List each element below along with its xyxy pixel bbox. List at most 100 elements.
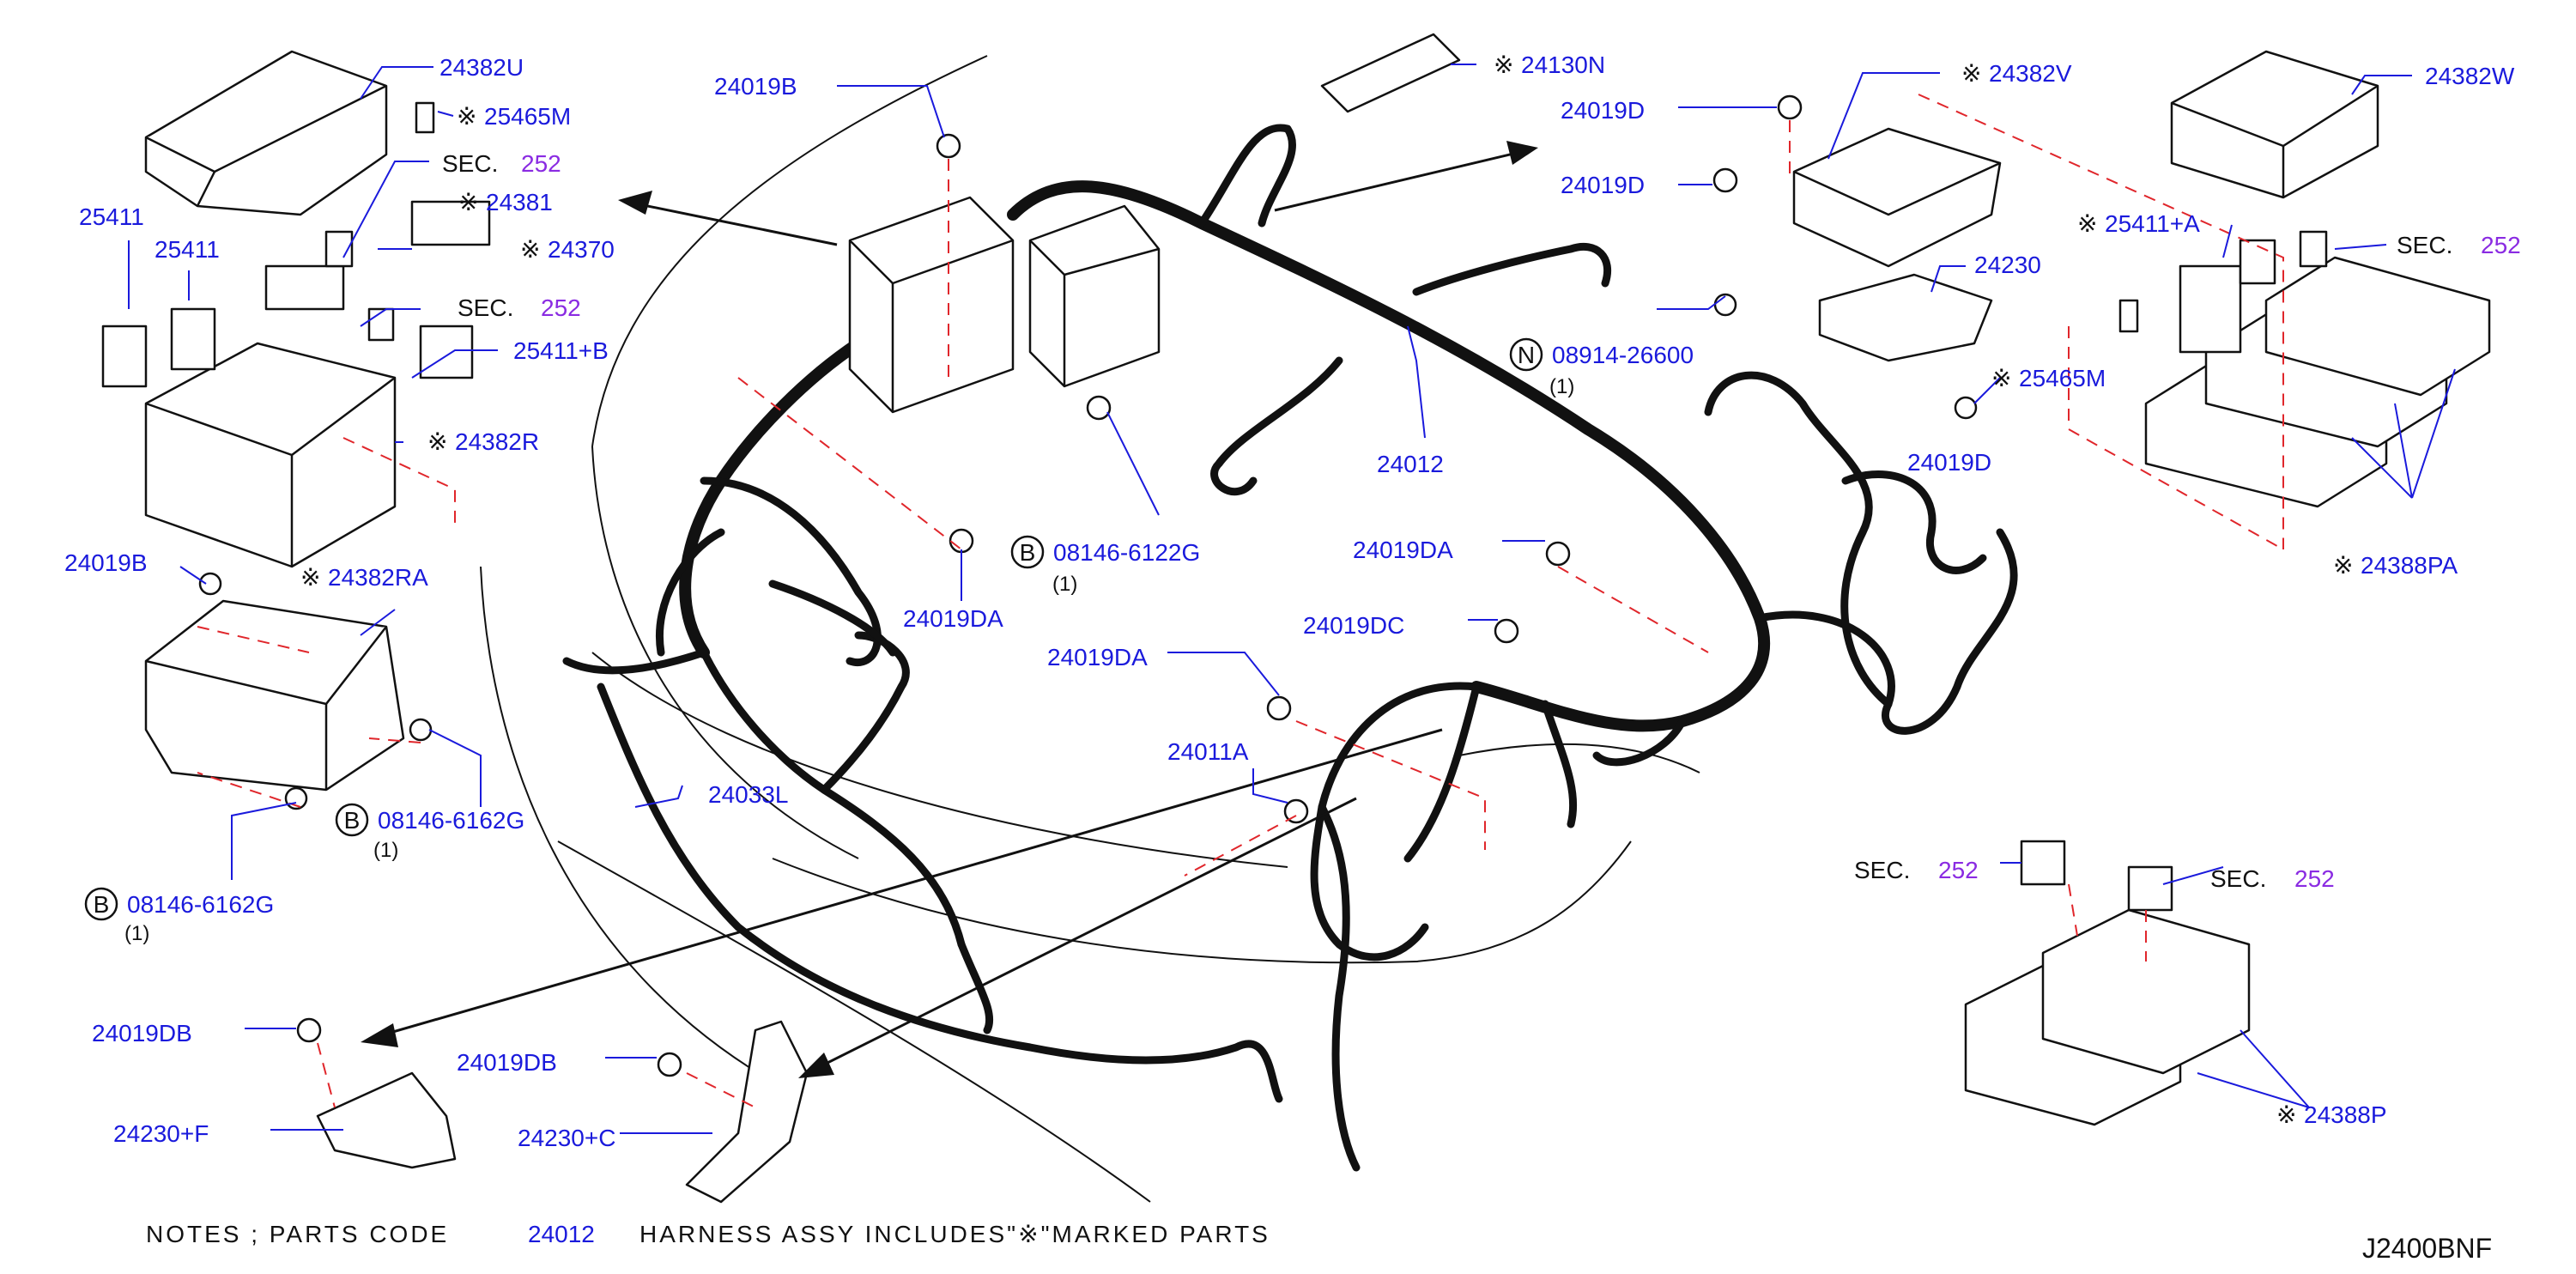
label-sec-a: SEC. bbox=[442, 150, 498, 177]
circle-b-mark-a bbox=[335, 803, 369, 837]
direction-arrows bbox=[361, 141, 1538, 1078]
label-24019DA-c: 24019DA bbox=[1047, 644, 1148, 670]
body-outline bbox=[480, 55, 1700, 1203]
relay-holder-24388P bbox=[1964, 840, 2251, 1126]
label-24381: 24381 bbox=[486, 189, 553, 215]
label-24019D-c: 24019D bbox=[1907, 449, 1991, 476]
notes-code: 24012 bbox=[528, 1221, 595, 1247]
circle-n-mark bbox=[1509, 337, 1543, 372]
label-qty-c: (1) bbox=[1052, 573, 1077, 596]
label-24012: 24012 bbox=[1377, 451, 1444, 477]
label-sec-b: SEC. bbox=[458, 294, 513, 321]
circle-n-letter: N bbox=[1518, 342, 1535, 368]
label-sec-d-num: 252 bbox=[1938, 857, 1979, 883]
label-24019D-a: 24019D bbox=[1561, 97, 1645, 124]
label-sec-c-num: 252 bbox=[2481, 232, 2521, 258]
label-08914-26600: 08914-26600 bbox=[1552, 342, 1694, 368]
asterisk-25411A: ※ bbox=[2077, 210, 2097, 237]
label-24382V: 24382V bbox=[1989, 60, 2072, 87]
bracket-24230F bbox=[316, 1071, 457, 1169]
label-24011A: 24011A bbox=[1167, 738, 1249, 765]
label-24019DA-b: 24019DA bbox=[1353, 537, 1453, 563]
label-qty-b: (1) bbox=[124, 922, 149, 945]
asterisk-24388P: ※ bbox=[2276, 1101, 2296, 1128]
asterisk-24370: ※ bbox=[520, 236, 540, 263]
label-sec-d: SEC. bbox=[1854, 857, 1910, 883]
asterisk-25465M-top: ※ bbox=[457, 103, 476, 130]
label-qty-n: (1) bbox=[1549, 375, 1574, 398]
bracket-24382RA bbox=[144, 599, 405, 792]
asterisk-24382RA: ※ bbox=[300, 564, 320, 591]
notes-block: NOTES ; PARTS CODE 24012 HARNESS ASSY IN… bbox=[146, 1221, 1270, 1247]
label-25465M-top: 25465M bbox=[484, 103, 571, 130]
asterisk-24382V: ※ bbox=[1961, 60, 1981, 87]
label-24388PA: 24388PA bbox=[2361, 552, 2458, 579]
circle-b-letter-b: B bbox=[94, 891, 110, 918]
relays-right bbox=[2118, 230, 2328, 354]
arrow-head-bottom-mid bbox=[798, 1053, 834, 1078]
circle-b-letter-a: B bbox=[344, 807, 361, 834]
junction-box-center bbox=[848, 196, 1161, 414]
installation-dashes bbox=[197, 94, 2284, 1108]
label-25411A: 25411+A bbox=[2105, 210, 2200, 237]
label-24019DA-a: 24019DA bbox=[903, 605, 1003, 632]
asterisk-24382R: ※ bbox=[427, 428, 447, 455]
circle-b-letter-c: B bbox=[1020, 539, 1036, 566]
asterisk-24388PA: ※ bbox=[2333, 552, 2353, 579]
fuse-box-lid-24382U bbox=[144, 50, 388, 216]
label-sec-b-num: 252 bbox=[541, 294, 581, 321]
label-25411-a: 25411 bbox=[79, 203, 144, 230]
label-24019DB-a: 24019DB bbox=[92, 1020, 192, 1046]
label-24230F: 24230+F bbox=[113, 1120, 209, 1147]
drawing-id: J2400BNF bbox=[2362, 1233, 2492, 1264]
label-24019B-top: 24019B bbox=[714, 73, 797, 100]
label-24019D-b: 24019D bbox=[1561, 172, 1645, 198]
asterisk-25465M-right: ※ bbox=[1991, 365, 2011, 391]
label-24019DC: 24019DC bbox=[1303, 612, 1404, 639]
arrow-head-bottom-left bbox=[361, 1023, 398, 1047]
lid-24382W bbox=[2170, 50, 2379, 199]
label-qty-a: (1) bbox=[373, 839, 398, 862]
label-08146-6162G-b: 08146-6162G bbox=[127, 891, 274, 918]
part-labels: 24382U ※ 25465M SEC. 252 ※ 24381 25411 2… bbox=[64, 52, 2521, 1151]
label-24382W: 24382W bbox=[2425, 63, 2515, 89]
asterisk-24130N: ※ bbox=[1494, 52, 1513, 78]
relay-holder-24388PA bbox=[2144, 256, 2491, 508]
label-24019DB-b: 24019DB bbox=[457, 1049, 557, 1076]
label-24019B-left: 24019B bbox=[64, 549, 148, 576]
label-24130N: 24130N bbox=[1521, 52, 1605, 78]
label-24033L: 24033L bbox=[708, 781, 788, 808]
bolts bbox=[198, 94, 1978, 1077]
label-24382RA: 24382RA bbox=[328, 564, 428, 591]
label-25411B: 25411+B bbox=[513, 337, 609, 364]
arrow-head-left bbox=[618, 191, 652, 215]
connector-24130N bbox=[1320, 33, 1461, 113]
bracket-24230 bbox=[1818, 273, 1993, 362]
arrow-head-right bbox=[1506, 141, 1538, 165]
circle-marks: B B B N bbox=[84, 337, 1543, 921]
label-sec-c: SEC. bbox=[2397, 232, 2452, 258]
bracket-24382V bbox=[1792, 127, 2002, 268]
label-24382U: 24382U bbox=[439, 54, 524, 81]
asterisk-24381: ※ bbox=[458, 189, 478, 215]
label-24230: 24230 bbox=[1974, 252, 2041, 278]
label-25411-b: 25411 bbox=[155, 236, 220, 263]
label-25465M-right: 25465M bbox=[2019, 365, 2106, 391]
bracket-24230C bbox=[685, 1020, 809, 1204]
notes-text: NOTES ; PARTS CODE bbox=[146, 1221, 449, 1247]
relays-left bbox=[101, 101, 491, 388]
notes-rest: HARNESS ASSY INCLUDES"※"MARKED PARTS bbox=[639, 1221, 1270, 1247]
harness-24033L bbox=[562, 337, 1283, 1103]
leader-lines bbox=[128, 64, 2456, 1134]
relay-box-24382R bbox=[144, 342, 397, 568]
label-24230C: 24230+C bbox=[518, 1125, 615, 1151]
label-sec-e-num: 252 bbox=[2294, 865, 2335, 892]
label-24388P: 24388P bbox=[2304, 1101, 2387, 1128]
label-24382R: 24382R bbox=[455, 428, 539, 455]
circle-b-mark-c bbox=[1010, 535, 1045, 569]
label-08146-6122G: 08146-6122G bbox=[1053, 539, 1200, 566]
circle-b-mark-b bbox=[84, 887, 118, 921]
label-sec-e: SEC. bbox=[2210, 865, 2266, 892]
